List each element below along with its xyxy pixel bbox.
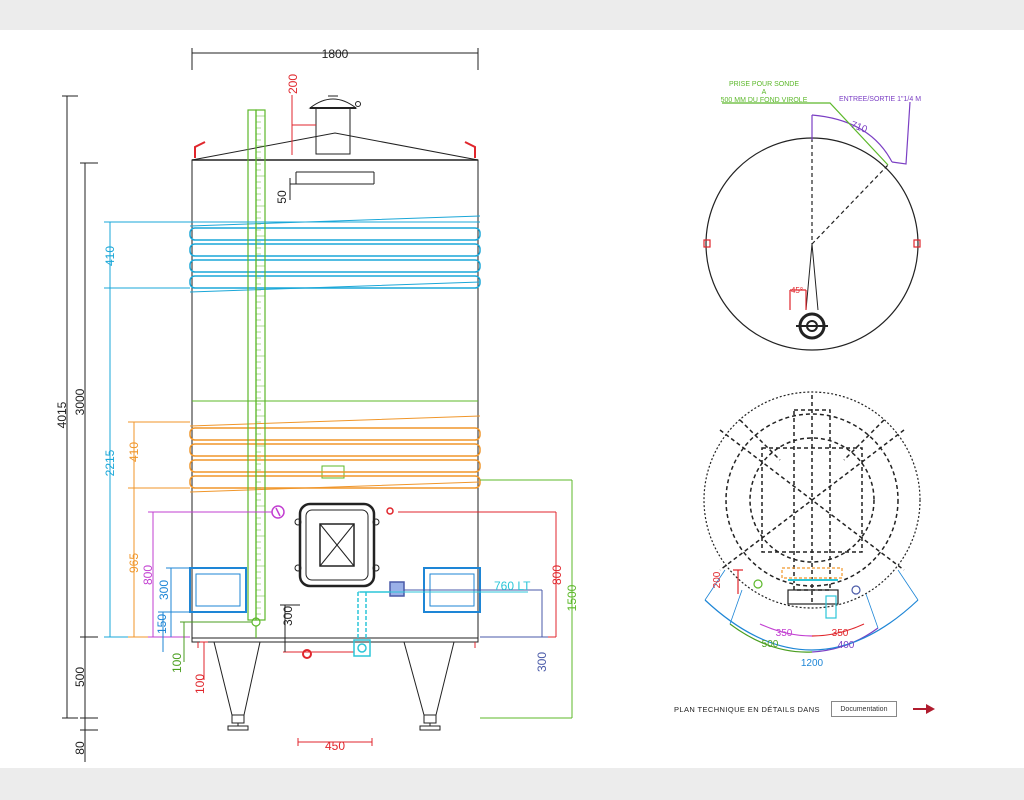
level-gauge xyxy=(247,109,266,638)
top-view-labels: PRISE POUR SONDE A 500 MM DU FOND VIROLE… xyxy=(721,81,922,295)
dim-80: 80 xyxy=(73,741,87,755)
left-leg xyxy=(213,641,261,716)
arc-200-bracket xyxy=(733,569,743,594)
dim-200-bottom: 200 xyxy=(712,571,723,588)
sample-valve-icon xyxy=(386,507,394,515)
drain-valve-box xyxy=(389,581,405,597)
dim-350-right: 350 xyxy=(832,628,849,639)
dim-2215: 2215 xyxy=(103,449,117,476)
footer: PLAN TECHNIQUE EN DÉTAILS DANS Documenta… xyxy=(674,700,935,718)
drain-valve-icon xyxy=(302,649,312,659)
probe-label-line2: A xyxy=(762,89,767,96)
elevation-dimensions xyxy=(62,48,573,762)
dim-1500: 1500 xyxy=(565,584,579,611)
dim-410-bottom: 410 xyxy=(127,442,141,462)
dim-1800: 1800 xyxy=(322,47,349,61)
dim-50: 50 xyxy=(275,190,289,204)
drawing-sheet: 1800 200 50 4015 3000 2215 410 410 965 8… xyxy=(0,30,1024,768)
top-manway xyxy=(315,107,351,155)
probe-label-line3: 500 MM DU FOND VIROLE xyxy=(721,97,808,104)
dim-100-red: 100 xyxy=(193,674,207,694)
documentation-button[interactable]: Documentation xyxy=(830,701,897,717)
volume-label: 760 LT xyxy=(494,579,531,593)
dim-200: 200 xyxy=(286,74,300,94)
tank-elevation xyxy=(191,95,479,731)
dim-800-right: 800 xyxy=(550,565,564,585)
dim-150: 150 xyxy=(155,614,169,634)
right-leg xyxy=(403,641,455,716)
bottom-view-circle xyxy=(703,391,921,609)
angle-45: 45° xyxy=(791,286,803,295)
arc-500 xyxy=(729,623,813,653)
dim-410-top: 410 xyxy=(103,246,117,266)
dim-300-right: 300 xyxy=(535,652,549,672)
arc-710: 710 xyxy=(849,120,869,136)
arrow-right-icon[interactable] xyxy=(912,703,935,715)
probe-label-line1: PRISE POUR SONDE xyxy=(729,81,799,88)
bottom-view-labels: 200 350 350 500 400 1200 xyxy=(712,571,855,669)
dim-100-green: 100 xyxy=(170,653,184,673)
arc-350-right xyxy=(811,623,865,637)
arc-1200 xyxy=(704,599,919,651)
dim-500-bottom: 500 xyxy=(762,639,779,650)
dim-800-left: 800 xyxy=(141,565,155,585)
dim-300-center: 300 xyxy=(281,606,295,626)
top-view xyxy=(703,101,921,351)
dim-965: 965 xyxy=(127,553,141,573)
inlet-outlet-label: ENTREE/SORTIE 1"1/4 M xyxy=(839,96,921,103)
dim-450: 450 xyxy=(325,739,345,753)
dim-1200: 1200 xyxy=(801,658,824,669)
dim-300-left: 300 xyxy=(157,580,171,600)
bottom-view xyxy=(703,391,921,653)
accessories xyxy=(271,505,405,657)
dim-350-left: 350 xyxy=(776,628,793,639)
footer-text: PLAN TECHNIQUE EN DÉTAILS DANS xyxy=(674,704,820,714)
arc-350-left xyxy=(759,623,813,637)
dim-4015: 4015 xyxy=(55,401,69,428)
left-hook xyxy=(194,141,206,158)
technical-drawing: 1800 200 50 4015 3000 2215 410 410 965 8… xyxy=(55,47,922,762)
dim-400-bottom: 400 xyxy=(838,640,855,651)
dim-500: 500 xyxy=(73,667,87,687)
middle-manway xyxy=(298,502,376,588)
elevation-labels: 1800 200 50 4015 3000 2215 410 410 965 8… xyxy=(55,47,579,755)
right-hook xyxy=(464,141,476,158)
tank-roof xyxy=(191,132,479,161)
dim-3000: 3000 xyxy=(73,388,87,415)
tank-bottom-plate xyxy=(191,637,479,643)
bottom-cooling-jacket xyxy=(189,415,481,493)
top-cooling-jacket xyxy=(189,215,481,293)
